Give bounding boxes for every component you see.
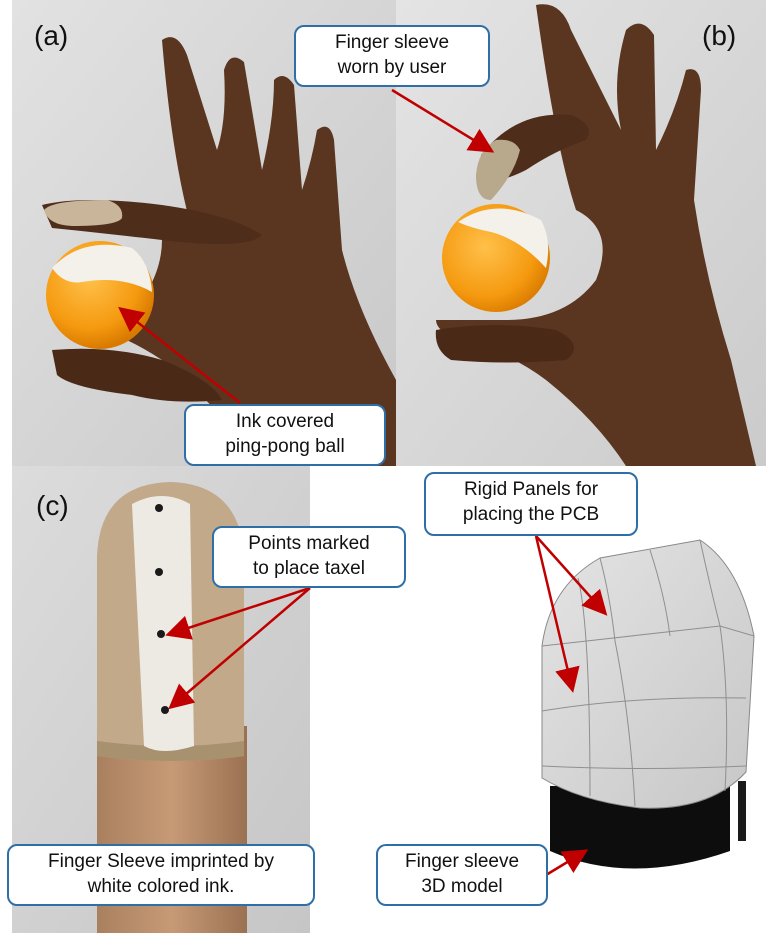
hand-wearing-sleeve-illustration bbox=[396, 0, 766, 466]
callout-sleeve-imprinted: Finger Sleeve imprinted by white colored… bbox=[7, 844, 315, 906]
callout-points-marked: Points marked to place taxel bbox=[212, 526, 406, 588]
panel-label-b: (b) bbox=[702, 20, 737, 51]
callout-3d-model-line1: Finger sleeve bbox=[404, 851, 520, 872]
panel-label-c: (c) bbox=[36, 490, 69, 521]
callout-rigid-panels-line1: Rigid Panels for bbox=[463, 479, 599, 500]
callout-points-marked-line2: to place taxel bbox=[253, 558, 365, 579]
callout-sleeve-worn-line2: worn by user bbox=[337, 57, 447, 78]
callout-ink-ball: Ink covered ping-pong ball bbox=[184, 404, 386, 466]
callout-3d-model-line2: 3D model bbox=[421, 876, 503, 897]
panel-label-a: (a) bbox=[34, 20, 69, 51]
callout-sleeve-worn-line1: Finger sleeve bbox=[334, 32, 450, 53]
callout-rigid-panels-line2: placing the PCB bbox=[462, 504, 600, 525]
callout-sleeve-imprinted-line1: Finger Sleeve imprinted by bbox=[48, 851, 274, 872]
callout-ink-ball-line2: ping-pong ball bbox=[225, 436, 345, 457]
callout-points-marked-line1: Points marked bbox=[248, 533, 370, 554]
callout-3d-model: Finger sleeve 3D model bbox=[376, 844, 548, 906]
callout-ink-ball-line1: Ink covered bbox=[235, 411, 335, 432]
callout-sleeve-worn: Finger sleeve worn by user bbox=[294, 25, 490, 87]
callout-rigid-panels: Rigid Panels for placing the PCB bbox=[424, 472, 638, 536]
callout-sleeve-imprinted-line2: white colored ink. bbox=[87, 876, 235, 897]
